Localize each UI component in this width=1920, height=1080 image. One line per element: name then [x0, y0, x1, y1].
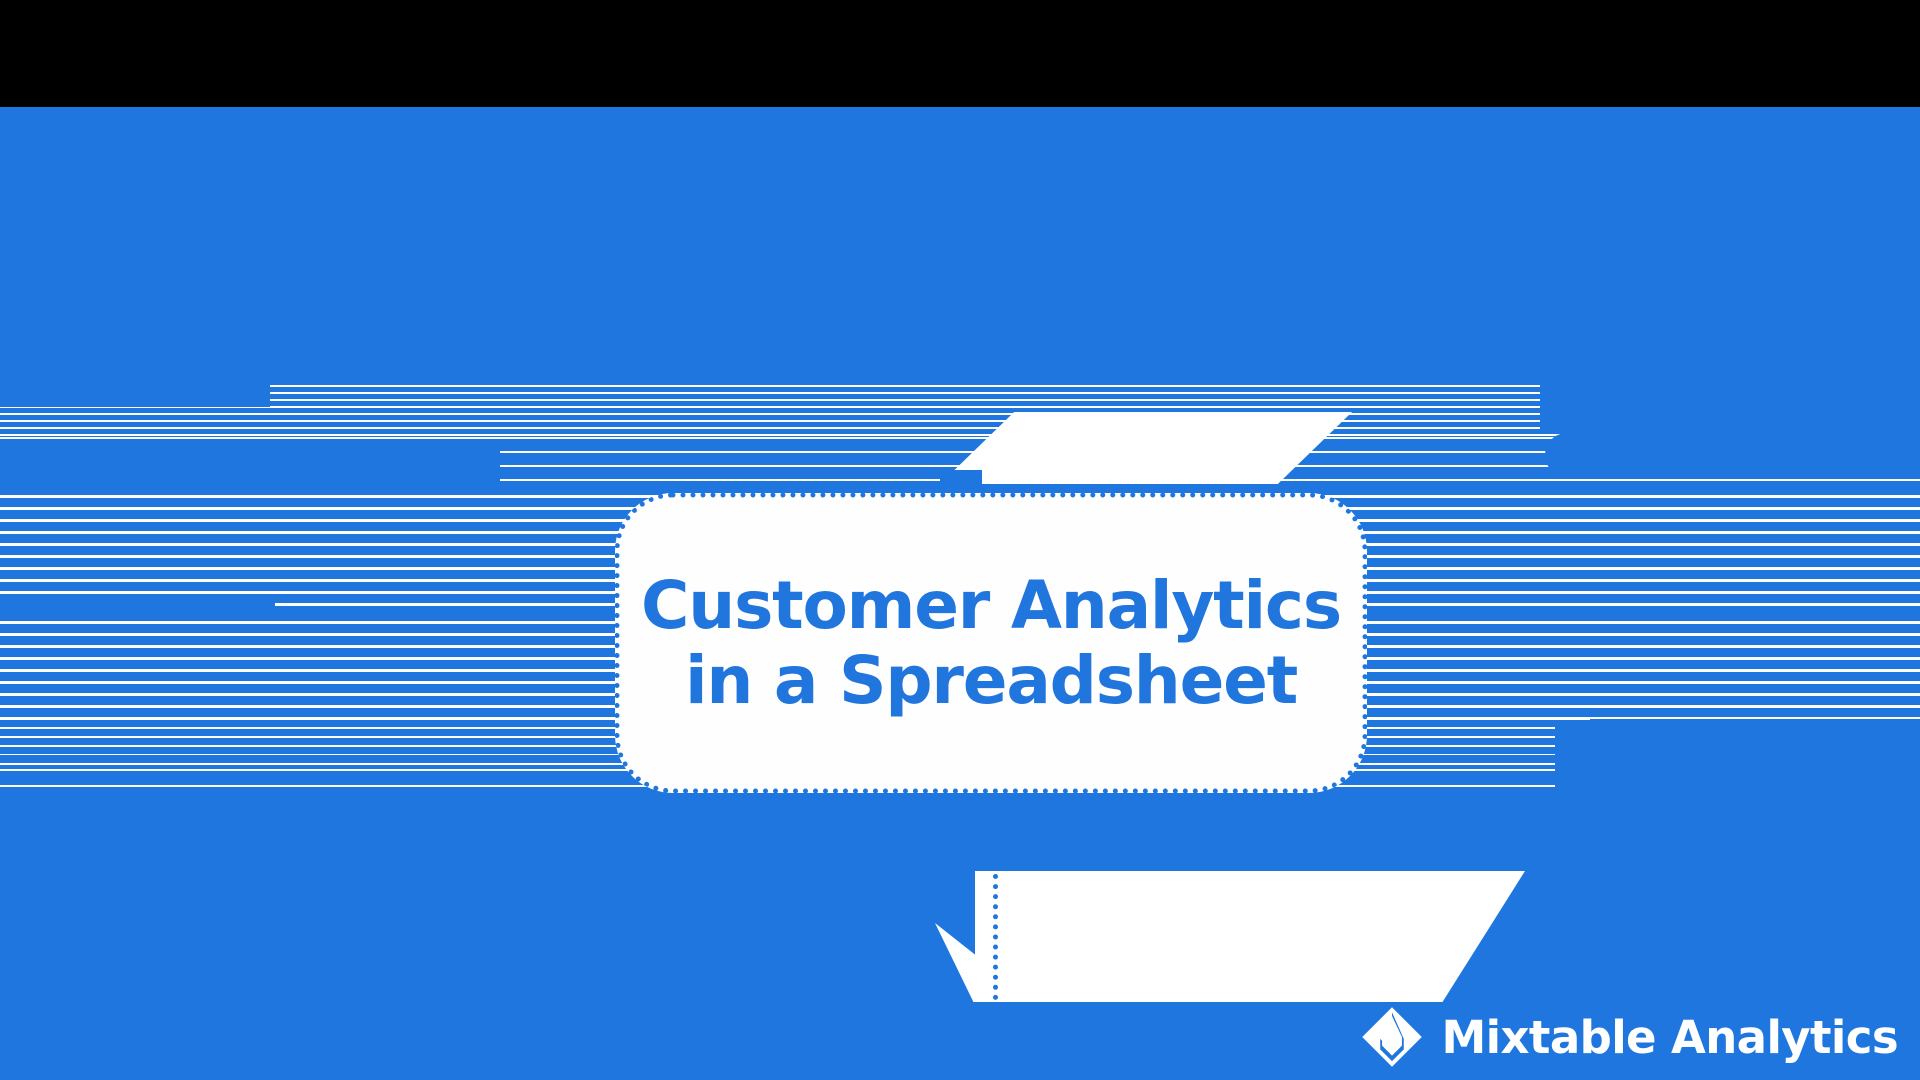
mixtable-diamond-icon: [1362, 1007, 1423, 1067]
stripe-cutout-right-top: [1540, 385, 1920, 433]
ribbon-bottom-body: [975, 871, 1525, 1002]
ribbon-banner-bottom: [935, 871, 1525, 1002]
title-line-2: in a Spreadsheet: [684, 642, 1298, 719]
stripe-cutout-top-band: [0, 307, 1920, 385]
title-line-1: Customer Analytics: [641, 566, 1342, 644]
brand-lockup: Mixtable Analytics: [1361, 1006, 1899, 1068]
title-card: Customer Analytics in a Spreadsheet: [615, 493, 1367, 793]
stripe-cutout-right-low: [1555, 725, 1920, 787]
stripe-cutout-right-notch: [1545, 433, 1920, 477]
ribbon-top-body: [940, 412, 1352, 484]
ribbon-bottom-perforation: [993, 874, 998, 1000]
ribbon-top-fold: [940, 470, 982, 484]
slide-background: Customer Analytics in a Spreadsheet Mixt…: [0, 107, 1920, 1080]
stripe-cutout-left-mid: [0, 443, 500, 487]
stripe-cutout-right-foot: [1590, 719, 1920, 733]
stripe-cutout-left-low: [0, 601, 275, 615]
letterbox-bar-top: [0, 0, 1920, 107]
ribbon-banner-top: [940, 412, 1352, 484]
stripe-cutout-left-top: [0, 385, 270, 407]
brand-wordmark: Mixtable Analytics: [1441, 1010, 1898, 1064]
